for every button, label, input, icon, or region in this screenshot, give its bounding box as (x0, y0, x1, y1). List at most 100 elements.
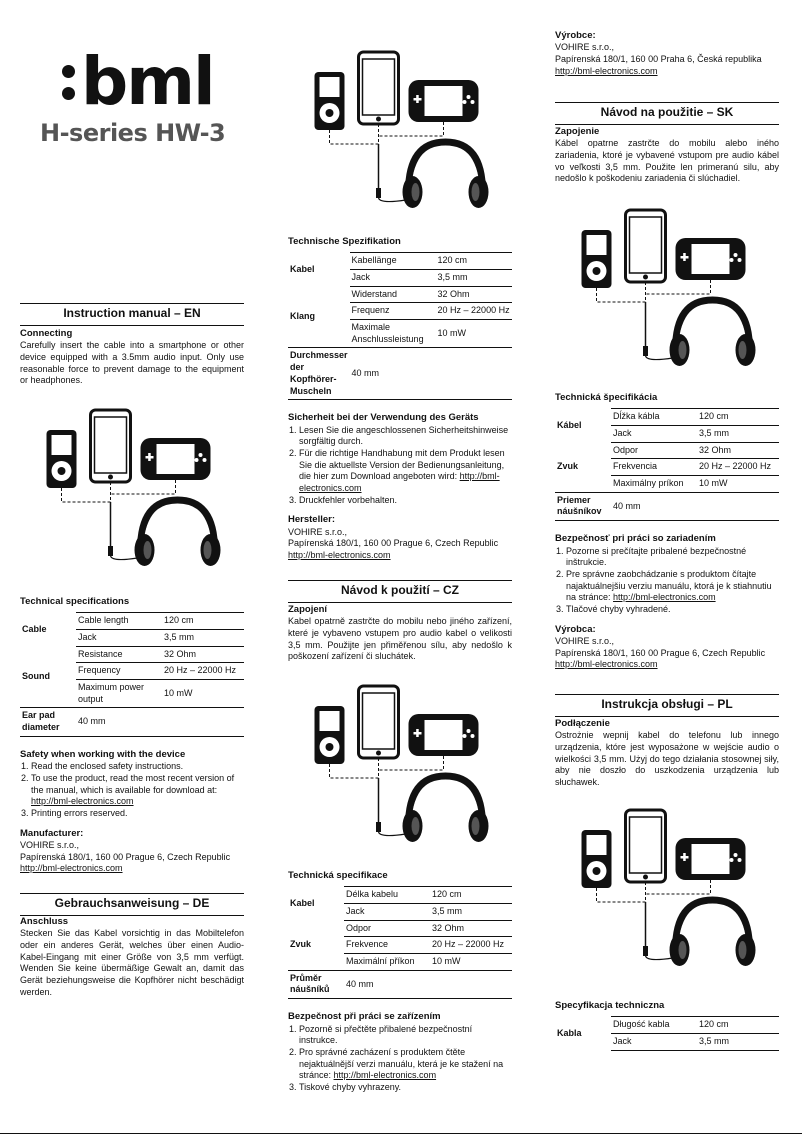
spec-value: 3,5 mm (697, 1033, 779, 1051)
section-title-de: Gebrauchsanweisung – DE (20, 893, 244, 916)
spec-value: 3,5 mm (430, 903, 512, 921)
en-connecting-text: Carefully insert the cable into a smartp… (20, 340, 244, 386)
spec-group-earpad: Priemer náušníkov (555, 491, 611, 522)
cz-manufacturer-name: VOHIRE s.r.o., (555, 42, 615, 53)
list-item: Für die richtige Handhabung mit dem Prod… (299, 448, 512, 495)
spec-value: 20 Hz – 22000 Hz (162, 662, 244, 681)
pl-connecting-text: Ostrożnie wepnij kabel do telefonu lub i… (555, 730, 779, 788)
list-item: Tlačové chyby vyhradené. (566, 604, 779, 616)
spec-value: 20 Hz – 22000 Hz (697, 458, 779, 477)
spec-key: Jack (611, 425, 697, 443)
list-item: To use the product, read the most recent… (31, 773, 244, 808)
cz-manufacturer-link[interactable]: http://bml-electronics.com (555, 65, 658, 76)
de-manufacturer-heading: Hersteller: (288, 514, 335, 526)
list-item: Tiskové chyby vyhrazeny. (299, 1082, 512, 1094)
de-connecting-text: Stecken Sie das Kabel vorsichtig in das … (20, 928, 244, 997)
spec-key: Jack (611, 1033, 697, 1051)
spec-group-sound: Zvuk (557, 461, 579, 472)
cz-manufacturer: Výrobce: VOHIRE s.r.o., Papírenská 180/1… (555, 30, 779, 77)
en-connecting-heading: Connecting (20, 328, 73, 339)
spec-value: 40 mm (344, 969, 430, 1000)
spec-group-cable: Kabel (290, 263, 315, 274)
en-manufacturer-heading: Manufacturer: (20, 827, 84, 839)
spec-key: Jack (76, 629, 162, 647)
spec-value: 120 cm (162, 612, 244, 631)
pl-connecting-heading: Podłączenie (555, 718, 610, 729)
de-safety-heading: Sicherheit bei der Verwendung des Geräts (288, 412, 479, 424)
sk-spec-heading: Technická špecifikácia (555, 392, 658, 403)
spec-key: Maximální příkon (344, 953, 430, 971)
sk-manufacturer-address: Papírenská 180/1, 160 00 Prague 6, Czech… (555, 647, 766, 658)
cz-connecting-text: Kabel opatrně zastrčte do mobilu nebo ji… (288, 616, 512, 662)
cz-manufacturer-address: Papírenská 180/1, 160 00 Praha 6, Česká … (555, 54, 762, 65)
spec-group-earpad: Průměr náušníků (288, 969, 344, 1000)
spec-key: Odpor (611, 441, 697, 460)
section-title-sk: Návod na použitie – SK (555, 102, 779, 125)
sk-connecting-text: Kábel opatrne zastrčte do mobilu alebo i… (555, 138, 779, 184)
spec-value: 10 mW (430, 953, 512, 971)
sk-safety-heading: Bezpečnosť pri práci so zariadením (555, 533, 716, 545)
pl-connecting: Podłączenie Ostrożnie wepnij kabel do te… (555, 714, 779, 789)
en-manufacturer-link[interactable]: http://bml-electronics.com (20, 863, 123, 874)
spec-group-earpad: Ear pad diameter (20, 707, 76, 737)
spec-key: Cable length (76, 612, 162, 631)
download-link[interactable]: http://bml-electronics.com (333, 1070, 437, 1081)
spec-key: Dĺžka kábla (611, 408, 697, 427)
spec-key: Maximálny príkon (611, 475, 697, 493)
spec-value: 32 Ohm (162, 645, 244, 664)
spec-value: 10 mW (697, 475, 779, 493)
spec-value: 3,5 mm (697, 425, 779, 443)
de-spec: Technische Spezifikation Kabel Kabellänge… (288, 228, 512, 562)
sk-manufacturer-name: VOHIRE s.r.o., (555, 635, 615, 646)
devices-illustration-pl (555, 800, 780, 970)
spec-group-sound: Zvuk (290, 939, 312, 950)
de-manufacturer-link[interactable]: http://bml-electronics.com (288, 550, 391, 561)
spec-value: 20 Hz – 22000 Hz (430, 936, 512, 955)
cz-connecting: Zapojení Kabel opatrně zastrčte do mobil… (288, 600, 512, 663)
spec-value: 120 cm (435, 252, 512, 271)
spec-key: Frekvencia (611, 458, 697, 477)
sk-connecting: Zapojenie Kábel opatrne zastrčte do mobi… (555, 122, 779, 185)
spec-group-cable: Kabel (290, 897, 315, 908)
en-safety-list: Read the enclosed safety instructions. T… (20, 761, 244, 819)
spec-key: Frequenz (349, 302, 436, 321)
section-title-en: Instruction manual – EN (20, 303, 244, 326)
spec-key: Resistance (76, 645, 162, 664)
de-spec-heading: Technische Spezifikation (288, 236, 401, 247)
cz-safety-heading: Bezpečnost při práci se zařízením (288, 1011, 441, 1023)
spec-group-sound: Klang (290, 311, 316, 321)
spec-value: 40 mm (349, 347, 436, 401)
cz-connecting-heading: Zapojení (288, 604, 328, 615)
logo-dots-icon (62, 64, 75, 100)
logo-text: bml (81, 43, 216, 120)
spec-value: 32 Ohm (697, 441, 779, 460)
en-manufacturer-address: Papírenská 180/1, 160 00 Prague 6, Czech… (20, 851, 231, 862)
devices-illustration-en (20, 400, 245, 570)
section-title-cz: Návod k použití – CZ (288, 580, 512, 603)
spec-key: Kabellänge (349, 252, 436, 271)
brand-header: bml H-series HW-3 (40, 43, 226, 149)
download-link[interactable]: http://bml-electronics.com (299, 471, 500, 493)
de-connecting-heading: Anschluss (20, 916, 69, 927)
spec-value: 40 mm (76, 707, 162, 737)
spec-key: Maximum power output (76, 679, 162, 709)
spec-value: 3,5 mm (435, 269, 512, 287)
spec-value: 20 Hz – 22000 Hz (435, 302, 512, 321)
spec-group-sound: Sound (22, 671, 50, 681)
sk-safety-list: Pozorne si prečítajte pribalené bezpečno… (555, 546, 779, 616)
spec-key: Jack (349, 269, 436, 287)
download-link[interactable]: http://bml-electronics.com (31, 796, 134, 807)
spec-value: 3,5 mm (162, 629, 244, 647)
download-link[interactable]: http://bml-electronics.com (613, 592, 716, 603)
sk-connecting-heading: Zapojenie (555, 126, 600, 137)
spec-key: Jack (344, 903, 430, 921)
cz-spec-heading: Technická specifikace (288, 870, 388, 881)
spec-key: Frekvence (344, 936, 430, 955)
sk-manufacturer-link[interactable]: http://bml-electronics.com (555, 659, 658, 670)
list-item: Pozorne si prečítajte pribalené bezpečno… (566, 546, 779, 569)
list-item: Druckfehler vorbehalten. (299, 495, 512, 507)
